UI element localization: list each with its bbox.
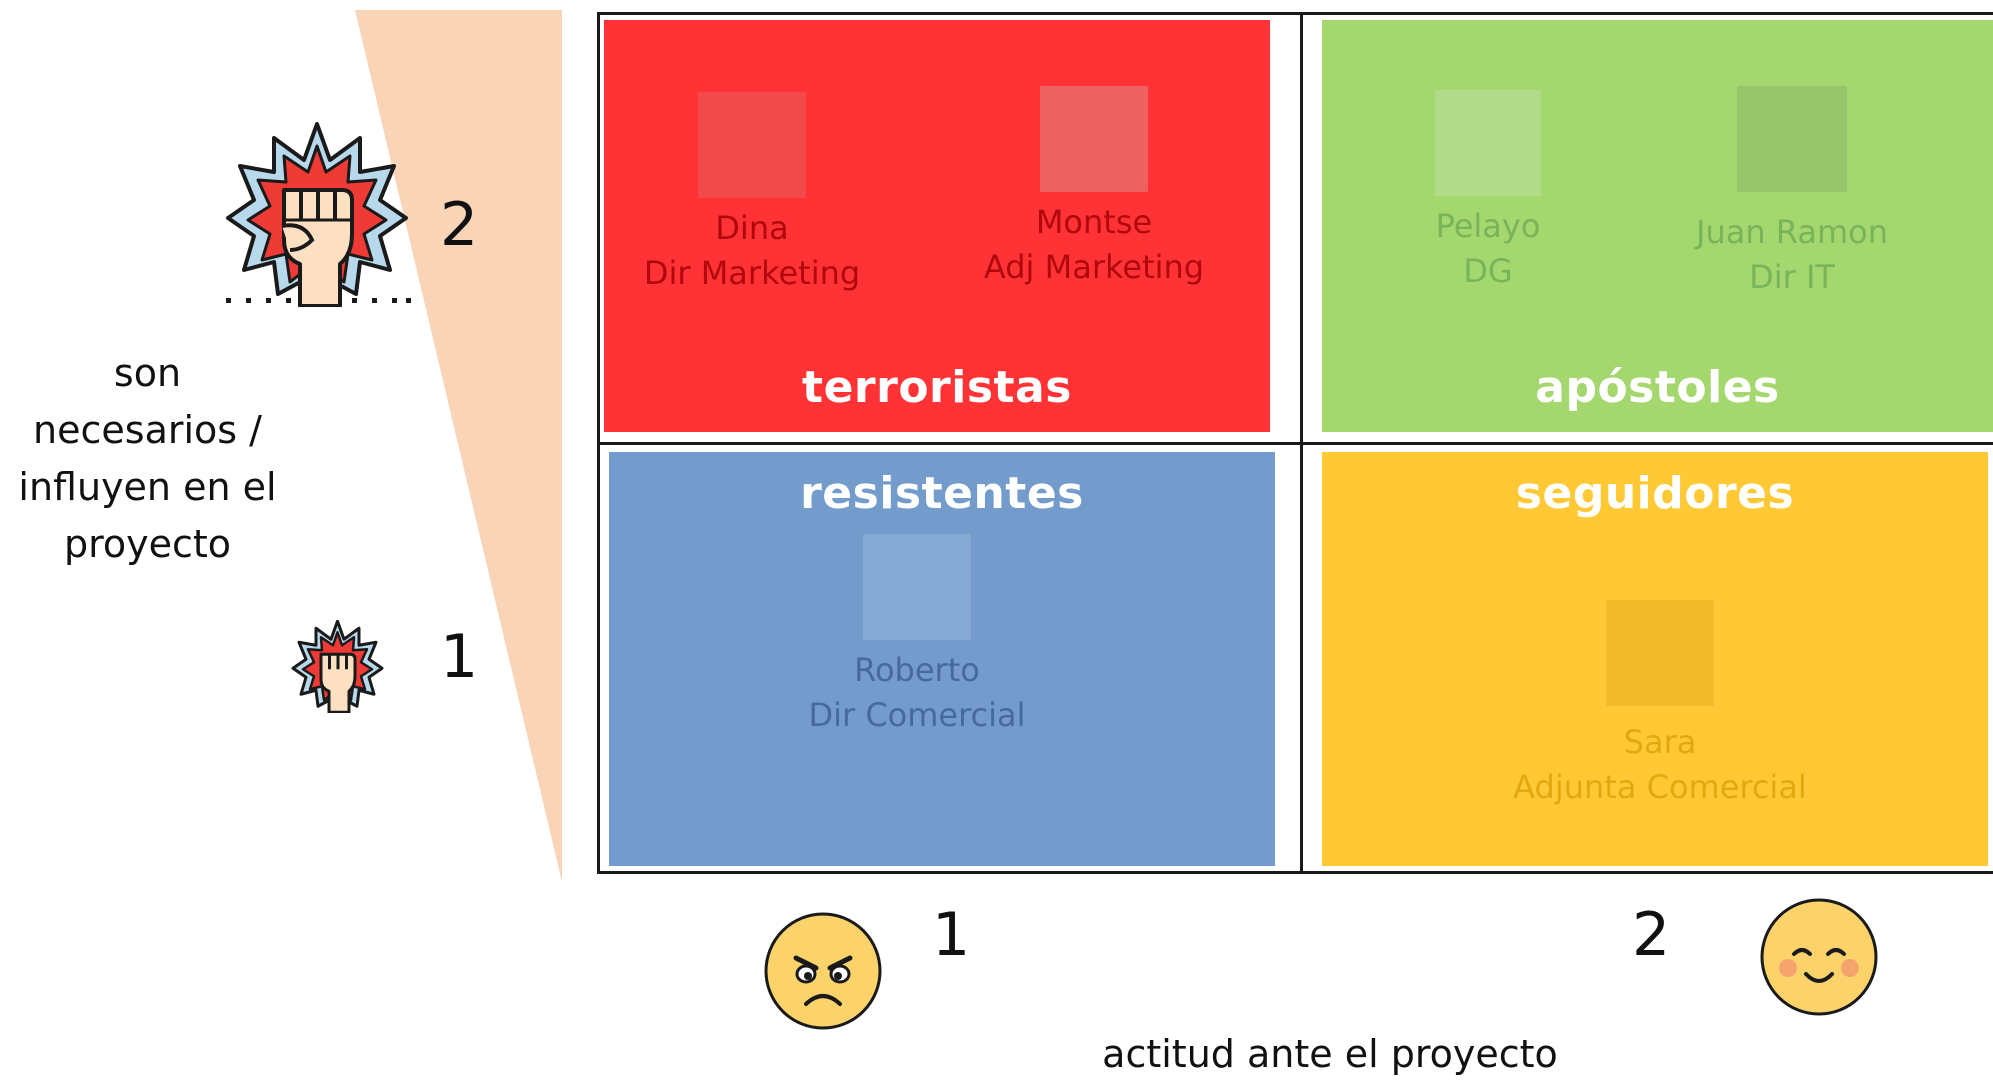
person-card-juan-ramon: Juan Ramon Dir IT [1662, 86, 1922, 300]
y-axis-label-line: necesarios / [33, 408, 262, 452]
quadrant-label: seguidores [1515, 468, 1795, 519]
quadrant-seguidores: seguidores Sara Adjunta Comercial [1322, 452, 1988, 866]
person-card-pelayo: Pelayo DG [1378, 90, 1598, 294]
angry-face-icon [764, 912, 882, 1030]
person-photo [1435, 90, 1541, 196]
person-card-roberto: Roberto Dir Comercial [767, 534, 1067, 738]
quadrant-label: terroristas [802, 362, 1072, 413]
person-role: Dir Marketing [643, 254, 861, 292]
quadrant-apostoles: Pelayo DG Juan Ramon Dir IT apóstoles [1322, 20, 1993, 432]
quadrant-terroristas: Dina Dir Marketing Montse Adj Marketing … [604, 20, 1270, 432]
quadrant-resistentes: resistentes Roberto Dir Comercial [609, 452, 1275, 866]
quadrant-label: resistentes [800, 468, 1084, 519]
person-card-dina: Dina Dir Marketing [632, 92, 872, 296]
person-photo [1040, 86, 1148, 192]
raised-fist-icon-large [226, 122, 411, 307]
person-name: Pelayo [1435, 207, 1541, 245]
person-photo [698, 92, 806, 198]
person-photo [1606, 600, 1714, 706]
y-axis-label-line: son [113, 351, 182, 395]
x-axis-value-low: 1 [932, 900, 971, 970]
raised-fist-icon-small [291, 620, 384, 713]
quadrant-label: apóstoles [1535, 362, 1780, 413]
y-axis-value-low: 1 [440, 622, 479, 692]
x-axis-value-high: 2 [1632, 900, 1671, 970]
person-name: Dina [715, 209, 789, 247]
person-role: Dir IT [1749, 258, 1835, 296]
y-axis-value-high: 2 [440, 190, 479, 260]
person-name: Roberto [854, 651, 980, 689]
person-photo [1737, 86, 1847, 192]
person-name: Juan Ramon [1696, 213, 1888, 251]
y-axis-label: son necesarios / influyen en el proyecto [0, 345, 295, 573]
matrix-horizontal-divider [597, 442, 1993, 445]
person-role: DG [1463, 252, 1513, 290]
person-card-montse: Montse Adj Marketing [974, 86, 1214, 290]
person-photo [863, 534, 971, 640]
smiling-face-icon [1760, 898, 1878, 1016]
influence-wedge [355, 10, 562, 882]
y-axis-label-line: influyen en el [18, 465, 277, 509]
person-role: Adj Marketing [983, 248, 1205, 286]
person-name: Sara [1623, 723, 1697, 761]
person-name: Montse [1035, 203, 1153, 241]
person-role: Adjunta Comercial [1513, 768, 1807, 806]
x-axis-label: actitud ante el proyecto [1102, 1032, 1558, 1076]
y-axis-label-line: proyecto [63, 522, 232, 566]
person-card-sara: Sara Adjunta Comercial [1500, 600, 1820, 810]
person-role: Dir Comercial [808, 696, 1026, 734]
